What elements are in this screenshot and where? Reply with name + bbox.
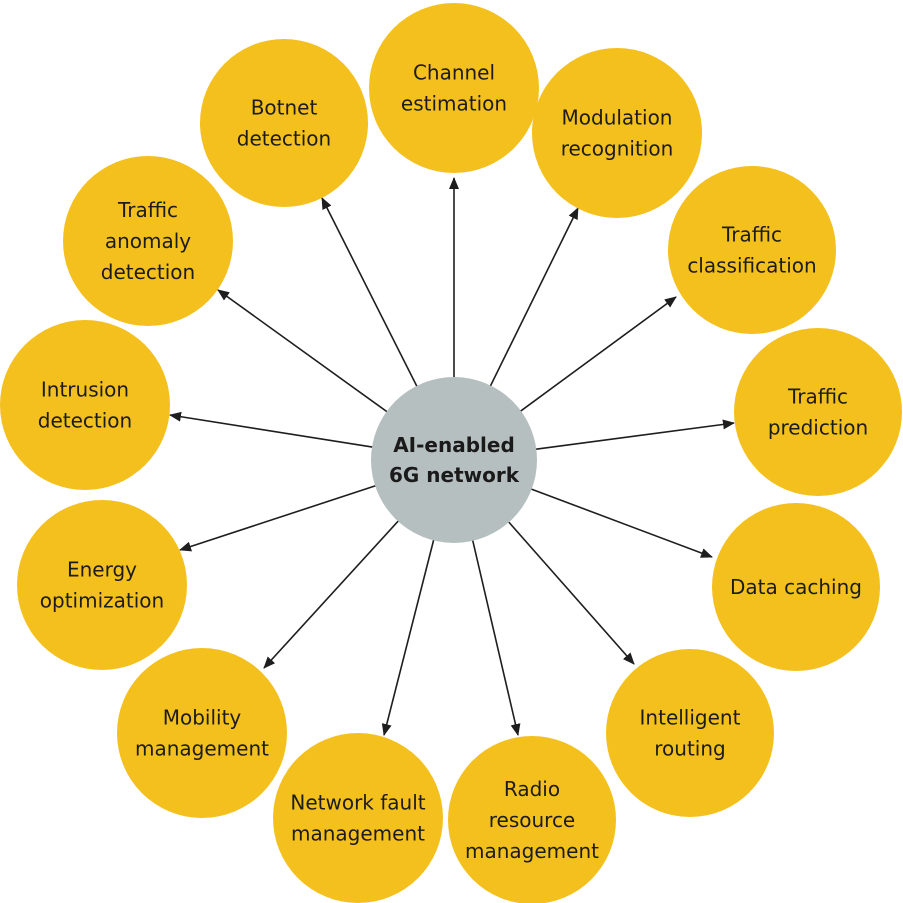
traffic-anomaly-detection-node: Traffic anomaly detection [63,156,233,326]
label-line: Intrusion [41,378,129,402]
label-line: detection [38,409,132,433]
botnet-detection-arrow [321,197,421,392]
mobility-management-circle [117,648,287,818]
energy-optimization-circle [17,500,187,670]
label-line: management [465,839,599,863]
traffic-anomaly-detection-circle [63,156,233,326]
label-line: Channel [413,61,495,85]
intelligent-routing-arrow [504,517,635,665]
label-line: Data caching [730,575,862,599]
mobility-management-node: Mobility management [117,648,287,818]
label-line: detection [237,127,331,151]
intelligent-routing-node: Intelligent routing [606,649,774,817]
hub-circle [371,377,537,543]
network-fault-management-circle [273,733,443,903]
label-line: management [291,822,425,846]
traffic-classification-node: Traffic classification [668,166,836,334]
data-caching-arrow [525,486,713,558]
label-line: anomaly [105,229,191,253]
hub-layer: AI-enabled 6G network [371,377,537,543]
energy-optimization-arrow [179,483,382,552]
label-line: Intelligent [640,706,741,730]
label-line: management [135,737,269,761]
intrusion-detection-circle [0,320,170,490]
label-line: Traffic [117,198,178,222]
energy-optimization-node: Energy optimization [17,500,187,670]
label-line: optimization [40,589,164,613]
label-line: Modulation [562,106,673,130]
traffic-classification-circle [668,166,836,334]
arrows-layer [169,177,735,736]
label-line: 6G network [389,463,520,487]
label-line: resource [489,808,576,832]
radio-resource-management-circle [448,736,616,903]
label-line: Energy [67,558,137,582]
hub-node: AI-enabled 6G network [371,377,537,543]
label-line: recognition [561,137,674,161]
modulation-recognition-node: Modulation recognition [532,48,702,218]
label-line: AI-enabled [393,433,515,457]
label-line: Network fault [290,791,425,815]
label-line: Traffic [721,223,782,247]
modulation-recognition-arrow [487,207,579,392]
traffic-classification-arrow [515,296,677,416]
label-line: Mobility [163,706,242,730]
traffic-anomaly-detection-arrow [217,289,392,416]
mobility-management-arrow [263,516,403,669]
network-fault-management-node: Network fault management [273,733,443,903]
label-line: classification [687,254,816,278]
radio-resource-management-arrow [470,534,521,736]
data-caching-node: Data caching [712,503,880,671]
label-line: routing [654,737,725,761]
traffic-prediction-node: Traffic prediction [734,328,902,496]
data-caching-circle [712,503,880,671]
label-line: Traffic [787,385,848,409]
channel-estimation-node: Channel estimation [369,3,539,173]
label-line: detection [101,260,195,284]
label-line: prediction [768,416,868,440]
label-line: Botnet [251,96,318,120]
traffic-prediction-circle [734,328,902,496]
radio-resource-management-node: Radio resource management [448,736,616,903]
modulation-recognition-circle [532,48,702,218]
intelligent-routing-circle [606,649,774,817]
traffic-prediction-arrow [530,419,735,451]
label-line: estimation [401,92,507,116]
botnet-detection-node: Botnet detection [200,39,368,207]
channel-estimation-circle [369,3,539,173]
label-line: Radio [504,777,560,801]
network-fault-management-arrow [381,534,436,736]
intrusion-detection-node: Intrusion detection [0,320,170,490]
botnet-detection-circle [200,39,368,207]
intrusion-detection-arrow [169,411,379,449]
